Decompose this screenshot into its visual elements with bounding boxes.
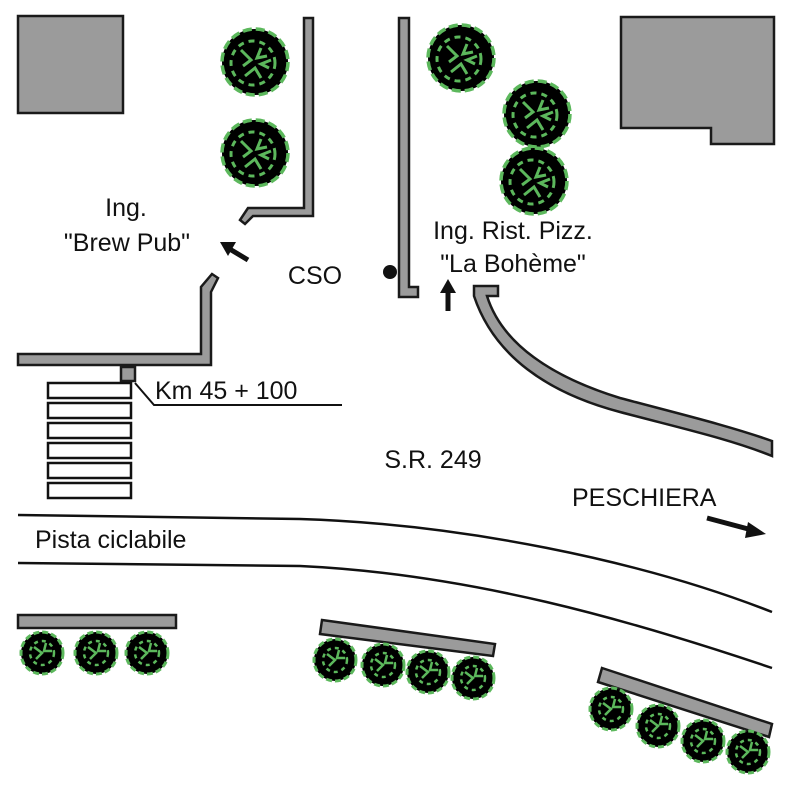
tree-icon xyxy=(405,649,451,695)
curb-brew-pub-lower xyxy=(16,272,220,367)
km-marker-label: Km 45 + 100 xyxy=(155,377,297,405)
tree-icon xyxy=(73,630,119,676)
tree-icon xyxy=(312,637,358,683)
tree-icon xyxy=(220,27,290,97)
arrow-icon-brew-pub xyxy=(220,242,250,263)
km-marker-leader xyxy=(134,382,342,406)
road-name-label: S.R. 249 xyxy=(384,446,481,474)
brew-pub-label-line2: "Brew Pub" xyxy=(64,229,190,257)
building-top-right xyxy=(619,15,776,146)
tree-icon xyxy=(360,642,406,688)
direction-label: PESCHIERA xyxy=(572,484,717,512)
road-edge-lower xyxy=(17,561,773,670)
curb-lower-left xyxy=(16,613,178,630)
km-marker-post xyxy=(119,365,137,383)
la-boheme-label-line1: Ing. Rist. Pizz. xyxy=(433,217,593,245)
arrow-icon-la-boheme xyxy=(440,279,456,311)
tree-icon xyxy=(19,630,65,676)
curb-lower-right xyxy=(596,666,774,739)
tree-icon xyxy=(499,146,569,216)
la-boheme-label-line2: "La Bohème" xyxy=(440,250,586,278)
pedestrian-crossing xyxy=(46,381,133,500)
tree-icon xyxy=(450,655,496,701)
curb-brew-pub-upper xyxy=(238,16,315,226)
tree-icon xyxy=(124,630,170,676)
tree-icon xyxy=(680,718,726,764)
bike-lane-label: Pista ciclabile xyxy=(35,526,186,554)
arrow-icon-peschiera xyxy=(706,515,766,538)
curb-la-boheme-road xyxy=(472,284,774,458)
building-top-left xyxy=(16,14,125,115)
road-edge-upper xyxy=(17,513,773,614)
cso-point-marker xyxy=(383,265,397,279)
cso-label: CSO xyxy=(288,262,342,290)
tree-icon xyxy=(725,729,771,775)
tree-icon xyxy=(220,118,290,188)
tree-icon xyxy=(588,686,634,732)
brew-pub-label-line1: Ing. xyxy=(105,194,147,222)
curb-cso xyxy=(397,16,420,299)
curb-lower-middle xyxy=(318,618,497,658)
tree-icon xyxy=(426,23,496,93)
tree-icon xyxy=(502,79,572,149)
tree-icon xyxy=(635,703,681,749)
